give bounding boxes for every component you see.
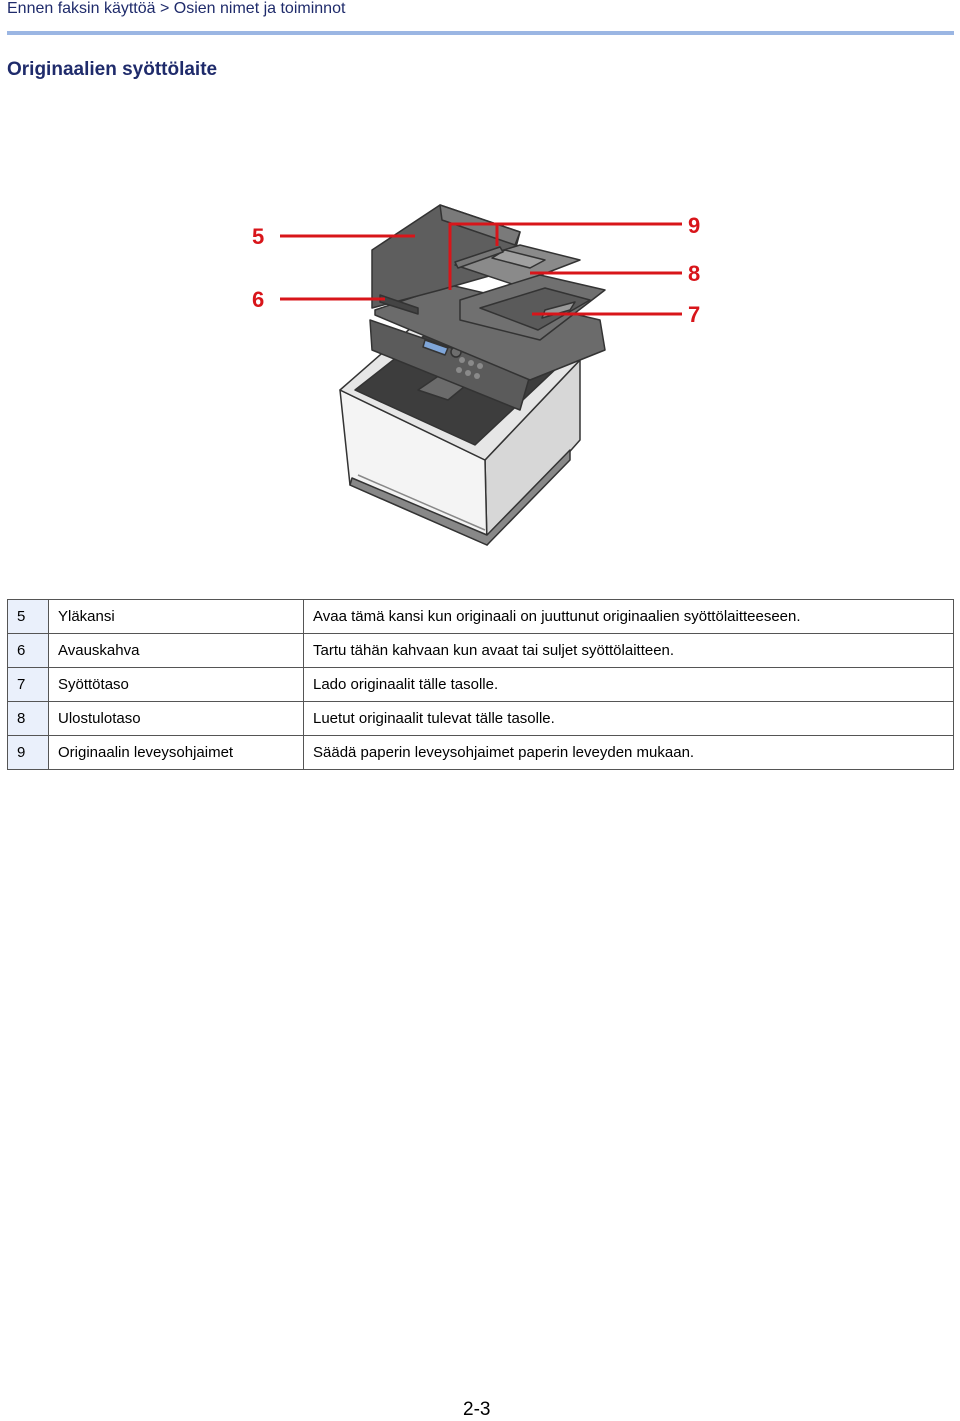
callout-line-9 [448,222,682,290]
part-number: 9 [7,735,49,770]
callout-5: 5 [252,224,264,249]
page-title: Originaalien syöttölaite [7,59,218,80]
header-divider [7,31,954,35]
part-number: 7 [7,667,49,702]
callout-6: 6 [252,287,264,312]
part-name: Ulostulotaso [48,701,304,736]
part-name: Avauskahva [48,633,304,668]
table-row: 5 Yläkansi Avaa tämä kansi kun originaal… [7,599,954,634]
page-number: 2-3 [463,1399,491,1420]
breadcrumb: Ennen faksin käyttöä > Osien nimet ja to… [7,0,346,17]
callout-9: 9 [688,213,700,238]
part-name: Yläkansi [48,599,304,634]
callout-8: 8 [688,261,700,286]
part-name: Syöttötaso [48,667,304,702]
part-number: 8 [7,701,49,736]
printer-illustration: 5 6 9 8 7 [0,190,960,570]
part-description: Säädä paperin leveysohjaimet paperin lev… [303,735,954,770]
part-number: 5 [7,599,49,634]
table-row: 6 Avauskahva Tartu tähän kahvaan kun ava… [7,633,954,668]
part-name: Originaalin leveysohjaimet [48,735,304,770]
part-description: Tartu tähän kahvaan kun avaat tai suljet… [303,633,954,668]
table-row: 7 Syöttötaso Lado originaalit tälle taso… [7,667,954,702]
parts-table: 5 Yläkansi Avaa tämä kansi kun originaal… [7,599,954,770]
part-description: Luetut originaalit tulevat tälle tasolle… [303,701,954,736]
printer-body [339,204,606,546]
table-row: 9 Originaalin leveysohjaimet Säädä paper… [7,735,954,770]
part-description: Avaa tämä kansi kun originaali on juuttu… [303,599,954,634]
part-description: Lado originaalit tälle tasolle. [303,667,954,702]
part-number: 6 [7,633,49,668]
table-row: 8 Ulostulotaso Luetut originaalit tuleva… [7,701,954,736]
callout-7: 7 [688,302,700,327]
